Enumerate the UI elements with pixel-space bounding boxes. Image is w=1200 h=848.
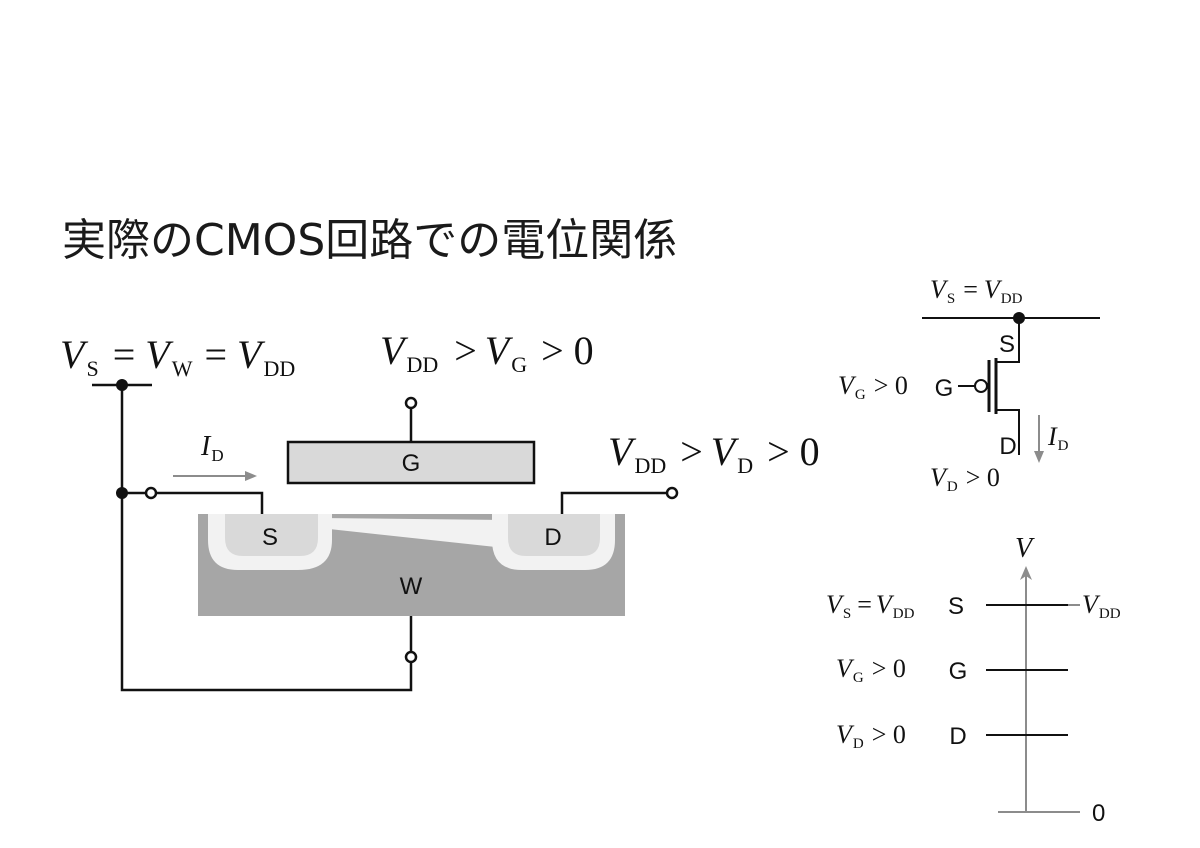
current-label: ID: [200, 431, 224, 465]
well-label: W: [400, 573, 423, 600]
level-terminal-drain: D: [949, 723, 966, 750]
current-arrowhead: [245, 471, 257, 481]
pmos-symbol: VS=VDD S G D VG> 0 VD> 0 ID: [838, 275, 1100, 495]
channel-region: [320, 518, 505, 548]
level-label-source: VS=VDD: [826, 590, 915, 622]
drain-wire: [560, 491, 667, 514]
potential-axis-arrowhead: [1020, 566, 1032, 580]
well-return-wire: [120, 385, 413, 692]
source-diffusion: [225, 514, 318, 556]
symbol-supply-label: VS=VDD: [930, 275, 1023, 307]
symbol-source-lead: [996, 318, 1020, 363]
potential-level-diagram: 0 V VDD S VS=VDD G VG> 0 D VD> 0: [826, 533, 1121, 827]
slide-title: 実際のCMOS回路での電位関係: [62, 215, 677, 266]
level-terminal-gate: G: [949, 658, 968, 685]
vdd-level-label: VDD: [1082, 590, 1121, 622]
symbol-current-label: ID: [1047, 422, 1069, 454]
source-terminal: [144, 486, 158, 500]
well-terminal: [404, 650, 418, 664]
level-label-gate: VG> 0: [836, 654, 906, 686]
symbol-drain-lead: [996, 409, 1020, 455]
drain-label: D: [544, 524, 561, 551]
symbol-gate-bubble: [974, 379, 988, 393]
potential-axis-label: V: [1015, 533, 1035, 564]
symbol-drain-condition: VD> 0: [930, 463, 1000, 495]
source-label: S: [262, 524, 278, 551]
drain-terminal: [665, 486, 679, 500]
symbol-drain-label: D: [999, 433, 1016, 460]
zero-label: 0: [1092, 800, 1105, 827]
symbol-current-arrowhead: [1034, 451, 1044, 463]
level-label-drain: VD> 0: [836, 720, 906, 752]
source-voltage-equation: VS=VW=VDD: [60, 332, 295, 381]
drain-diffusion: [508, 514, 600, 556]
mosfet-cross-section: S D W G ID VS=VW=VDD VDD>VG> 0 VDD>VD> 0: [60, 328, 820, 692]
gate-electrode: [286, 440, 536, 485]
gate-label: G: [402, 450, 421, 477]
source-wire: [156, 491, 264, 514]
symbol-source-label: S: [999, 331, 1015, 358]
symbol-gate-condition: VG> 0: [838, 371, 908, 403]
gate-voltage-equation: VDD>VG> 0: [380, 328, 594, 377]
gate-terminal: [404, 396, 418, 410]
drain-voltage-equation: VDD>VD> 0: [608, 429, 820, 478]
symbol-gate-label: G: [935, 375, 954, 402]
level-terminal-source: S: [948, 593, 964, 620]
